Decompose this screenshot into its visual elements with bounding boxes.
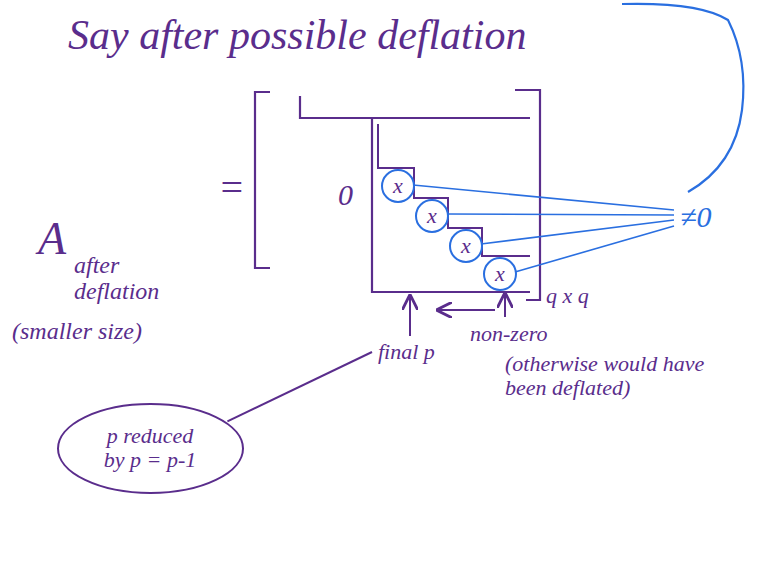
note-heading: Say after possible deflation: [68, 12, 526, 58]
leader-line: [515, 226, 674, 272]
hessenberg-staircase: [378, 124, 530, 256]
inner-block-line: [372, 118, 530, 292]
size-note: (smaller size): [12, 318, 142, 344]
matrix-entry: x: [461, 234, 471, 258]
upper-block-line: [300, 96, 530, 118]
zero-block: 0: [338, 178, 353, 211]
equals-sign: =: [218, 166, 245, 210]
matrix-entry: x: [393, 174, 403, 198]
subscript-note: after deflation: [74, 252, 186, 305]
leader-line: [227, 352, 372, 421]
matrix-entry: x: [495, 262, 505, 286]
note-text: p reduced by p = p-1: [94, 424, 206, 472]
note-ellipse: p reduced by p = p-1: [56, 402, 245, 495]
subdiagonal-circle: x: [381, 169, 415, 203]
nonzero-label: non-zero: [470, 322, 547, 346]
leader-line: [447, 214, 674, 215]
blue-brace: [622, 4, 743, 192]
nonzero-note: ≠0: [680, 200, 711, 233]
pointer-label: final p: [378, 340, 435, 364]
matrix-name: A: [38, 214, 66, 265]
left-arrow: [438, 309, 495, 311]
leader-line: [413, 185, 674, 210]
subdiagonal-circle: x: [483, 257, 517, 291]
reason-note: (otherwise would have been deflated): [505, 352, 705, 400]
subdiagonal-circle: x: [415, 199, 449, 233]
matrix-entry: x: [427, 204, 437, 228]
left-bracket: [255, 92, 270, 268]
up-arrow: [504, 294, 506, 317]
subdiagonal-circle: x: [449, 229, 483, 263]
up-arrow: [409, 296, 411, 336]
size-label: q x q: [546, 284, 589, 308]
leader-line: [481, 220, 674, 244]
ellipse-outline: [58, 404, 243, 493]
